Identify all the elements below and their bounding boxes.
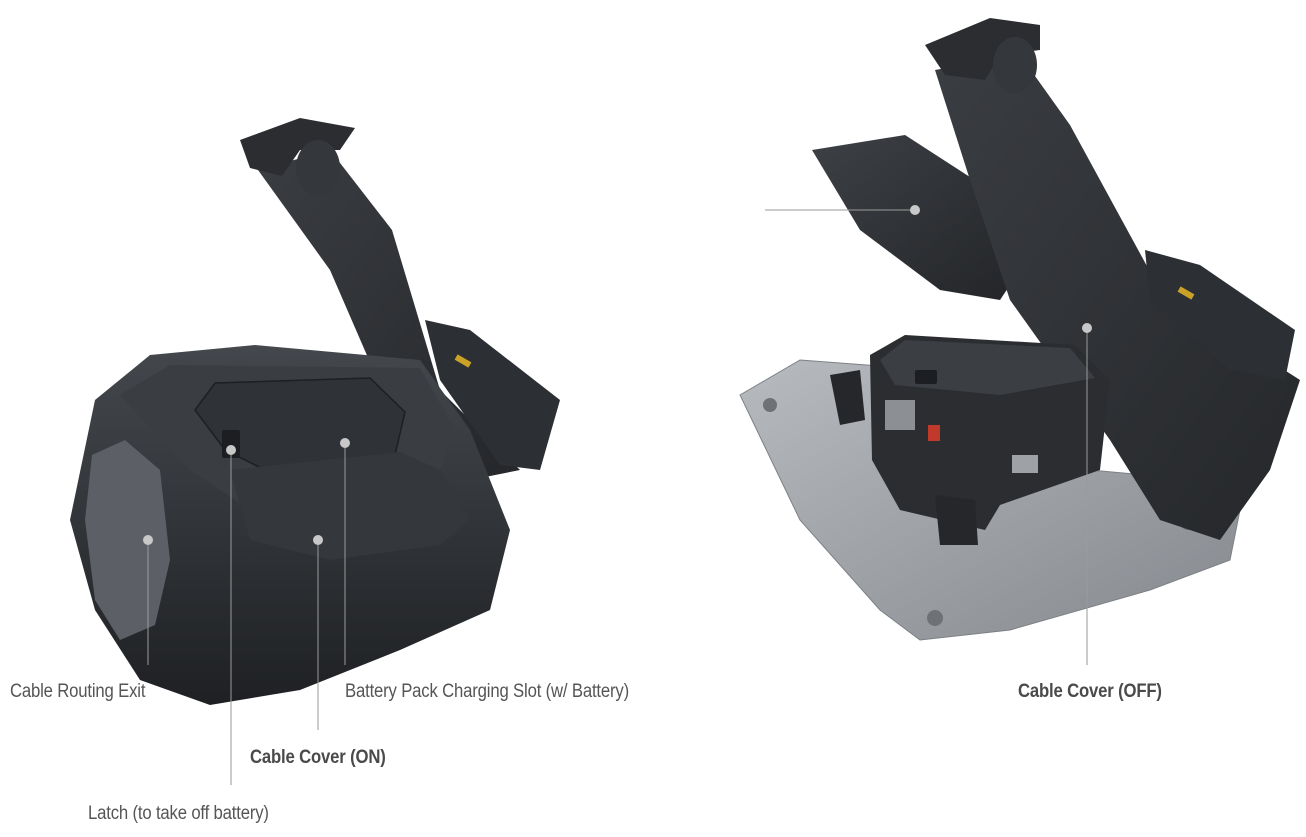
right-plate-hole-3: [927, 610, 943, 626]
label-latch: Latch (to take off battery): [88, 803, 269, 824]
label-battery-slot: Battery Pack Charging Slot (w/ Battery): [345, 681, 629, 702]
label-cable-cover-on: Cable Cover (ON): [250, 747, 386, 768]
right-removed-cover: [812, 135, 1020, 300]
marker-cover-off: [1082, 323, 1092, 333]
left-callouts: [147, 443, 346, 785]
right-top-clamp: [925, 18, 1040, 80]
marker-battery: [340, 438, 350, 448]
right-clamp-hinge: [993, 37, 1037, 93]
left-cable-exit: [85, 440, 170, 640]
right-connector-block: [885, 400, 915, 430]
right-plate-hole-1: [763, 398, 777, 412]
right-red-port: [928, 425, 940, 441]
left-yellow-connector: [454, 354, 472, 368]
right-yellow-connector: [1177, 286, 1195, 300]
marker-cover-on: [313, 535, 323, 545]
left-stand-arm: [258, 150, 520, 480]
marker-latch: [226, 445, 236, 455]
marker-cable-exit: [143, 535, 153, 545]
right-stand-device: [739, 18, 1300, 641]
right-rear-holder: [1145, 250, 1295, 380]
left-top-clamp: [240, 118, 355, 176]
right-usb-port: [1012, 455, 1038, 473]
right-markers: [910, 205, 1092, 333]
marker-removed-cover: [910, 205, 920, 215]
right-stand-arm: [935, 55, 1300, 540]
label-cable-cover-off: Cable Cover (OFF): [1018, 681, 1162, 702]
right-box-latch: [915, 370, 937, 384]
left-stand-device: [70, 118, 560, 705]
right-front-clip: [935, 495, 978, 545]
left-cable-cover: [230, 452, 470, 560]
right-left-clip: [830, 370, 865, 425]
left-markers: [143, 438, 350, 545]
left-clamp-hinge: [296, 140, 340, 196]
label-cable-routing-exit: Cable Routing Exit: [10, 681, 146, 702]
right-callouts: [765, 209, 1088, 665]
